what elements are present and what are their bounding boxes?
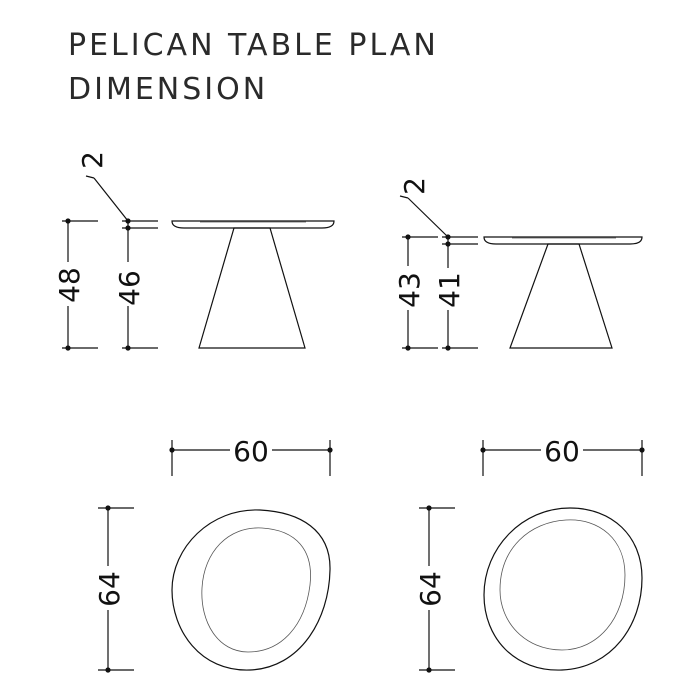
top-thickness-label: 2 [76, 151, 109, 169]
base-height-dimension: 46 [112, 221, 158, 351]
page-title: PELICAN TABLE PLAN DIMENSION [68, 24, 439, 112]
depth-label: 64 [93, 571, 126, 607]
width-dimension: 60 [480, 432, 645, 476]
base-height-dimension: 41 [432, 237, 478, 351]
total-height-label: 43 [393, 272, 426, 308]
total-height-dimension: 43 [392, 234, 438, 351]
top-thickness-dimension: 2 [398, 177, 478, 240]
plan-view-2: 60 64 [413, 432, 645, 673]
width-label: 60 [544, 435, 580, 468]
title-line-1: PELICAN TABLE PLAN [68, 28, 439, 63]
width-label: 60 [233, 435, 269, 468]
total-height-dimension: 48 [52, 218, 98, 351]
tabletop-inner-recess [201, 527, 311, 653]
tabletop-outline [483, 507, 643, 671]
plan-view-1: 60 64 [92, 432, 333, 673]
tabletop-outline [171, 509, 331, 671]
depth-dimension: 64 [92, 505, 134, 673]
depth-dimension: 64 [413, 505, 455, 673]
width-dimension: 60 [169, 432, 333, 476]
elevation-view-2: 43 41 2 [392, 177, 643, 351]
depth-label: 64 [414, 571, 447, 607]
tabletop-side [483, 236, 643, 245]
title-line-2: DIMENSION [68, 72, 269, 107]
cone-base [509, 243, 613, 349]
base-height-label: 46 [113, 270, 146, 306]
tabletop-inner-recess [499, 519, 626, 651]
cone-base [198, 227, 306, 349]
elevation-view-1: 48 46 2 [52, 151, 335, 351]
tabletop-side [171, 220, 335, 229]
base-height-label: 41 [433, 272, 466, 308]
total-height-label: 48 [53, 267, 86, 303]
top-thickness-label: 2 [398, 177, 431, 195]
top-thickness-dimension: 2 [76, 151, 158, 224]
